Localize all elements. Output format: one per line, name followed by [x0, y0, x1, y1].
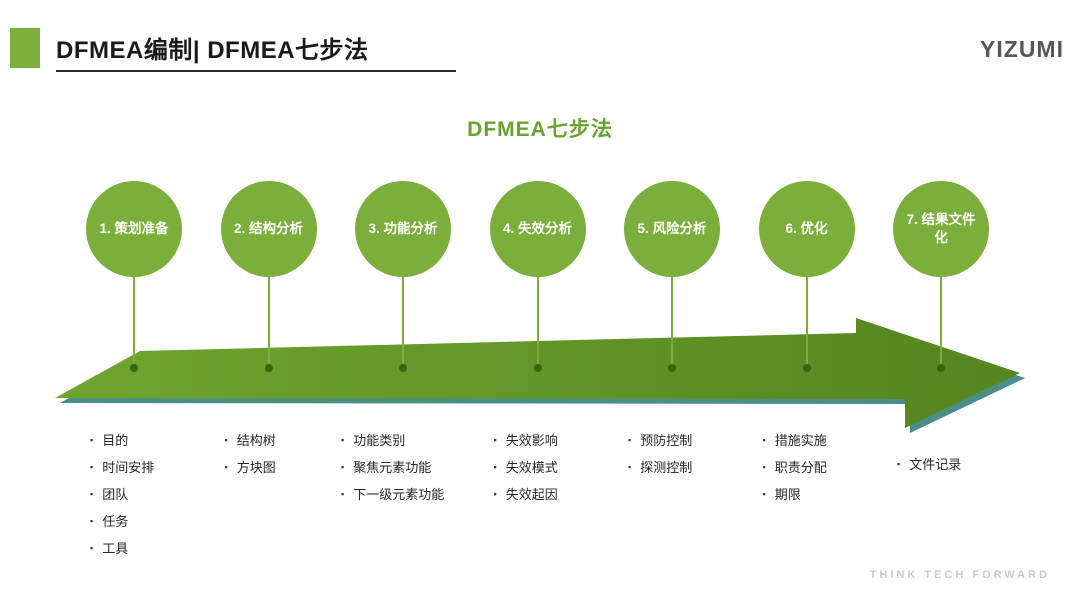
- step-item: 团队: [90, 482, 154, 509]
- slide-title: DFMEA编制| DFMEA七步法: [56, 37, 369, 64]
- step-label: 4. 失效分析: [502, 221, 572, 237]
- yizumi-logo: YIZUMI: [980, 36, 1064, 62]
- step-item-list: 预防控制探测控制: [628, 428, 692, 482]
- step-items: 文件记录: [897, 452, 961, 479]
- step-item: 聚焦元素功能: [341, 455, 444, 482]
- step-items: 失效影响失效模式失效起因: [494, 428, 558, 509]
- step-dot: [264, 364, 273, 372]
- step-item: 功能类别: [341, 428, 444, 455]
- step-label: 5. 风险分析: [637, 221, 707, 237]
- diagram-heading: DFMEA七步法: [467, 118, 613, 141]
- step-item: 工具: [90, 536, 154, 563]
- step-connector-line: [536, 277, 539, 367]
- step-label: 1. 策划准备: [99, 221, 169, 237]
- step-items: 措施实施职责分配期限: [763, 428, 827, 509]
- title-underline: [56, 70, 456, 72]
- step-item-list: 措施实施职责分配期限: [763, 428, 827, 509]
- step-item: 方块图: [225, 455, 276, 482]
- step-circle: 1. 策划准备: [86, 181, 182, 277]
- step-items: 结构树方块图: [225, 428, 276, 482]
- step-dot: [668, 364, 676, 372]
- step-connector-line: [402, 277, 404, 367]
- step-item: 失效起因: [494, 482, 558, 509]
- step-connector-line: [671, 277, 673, 367]
- step-connector-line: [133, 277, 135, 367]
- step-dot: [937, 364, 945, 372]
- step-item-list: 功能类别聚焦元素功能下一级元素功能: [341, 428, 444, 509]
- step-label: 3. 功能分析: [368, 221, 438, 237]
- step-item: 文件记录: [897, 452, 961, 479]
- step-dot: [130, 364, 138, 372]
- step-connector-line: [267, 277, 270, 367]
- step-item: 职责分配: [763, 455, 827, 482]
- step-label: 7. 结果文件化: [906, 212, 976, 245]
- step-connector-line: [940, 277, 942, 367]
- step-item: 失效模式: [494, 455, 558, 482]
- step-dot: [533, 364, 542, 372]
- step-item: 期限: [763, 482, 827, 509]
- step-items: 功能类别聚焦元素功能下一级元素功能: [341, 428, 444, 509]
- arrow-shadow: [60, 323, 1025, 433]
- step-item: 时间安排: [90, 455, 154, 482]
- step-label: 6. 优化: [785, 221, 828, 237]
- step-item: 预防控制: [628, 428, 692, 455]
- step-item-list: 失效影响失效模式失效起因: [494, 428, 558, 509]
- step-item-list: 文件记录: [897, 452, 961, 479]
- step-circle: 3. 功能分析: [355, 181, 451, 277]
- step-circle: 4. 失效分析: [489, 181, 586, 277]
- step-item-list: 结构树方块图: [225, 428, 276, 482]
- step-item: 结构树: [225, 428, 276, 455]
- header-accent-square: [10, 28, 40, 68]
- step-label: 2. 结构分析: [233, 221, 303, 237]
- step-circle: 7. 结果文件化: [893, 181, 989, 277]
- step-connector-line: [805, 277, 808, 367]
- footer-tagline: THINK TECH FORWARD: [869, 569, 1050, 581]
- step-item: 措施实施: [763, 428, 827, 455]
- step-item-list: 目的时间安排团队任务工具: [90, 428, 154, 563]
- step-items: 预防控制探测控制: [628, 428, 692, 482]
- step-item: 下一级元素功能: [341, 482, 444, 509]
- step-item: 探测控制: [628, 455, 692, 482]
- step-circle: 6. 优化: [758, 181, 855, 277]
- step-items: 目的时间安排团队任务工具: [90, 428, 154, 563]
- step-item: 目的: [90, 428, 154, 455]
- step-item: 失效影响: [494, 428, 558, 455]
- step-circle: 5. 风险分析: [624, 181, 720, 277]
- step-dot: [802, 364, 811, 372]
- step-item: 任务: [90, 509, 154, 536]
- step-circle: 2. 结构分析: [220, 181, 317, 277]
- step-dot: [399, 364, 407, 372]
